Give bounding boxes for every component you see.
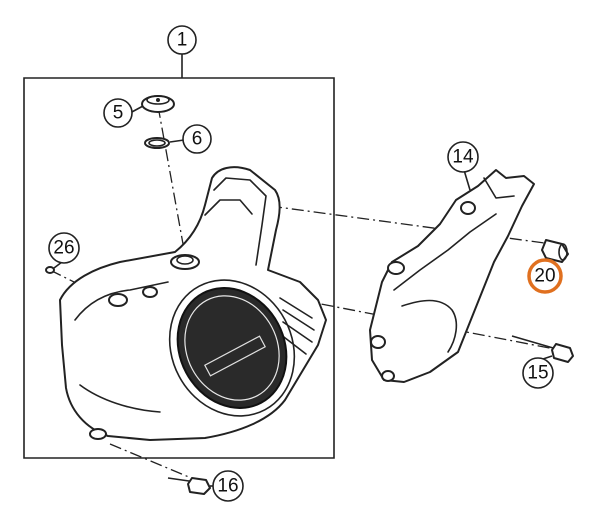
assembly-line-plug-5	[157, 105, 186, 256]
callout-5-label: 5	[113, 103, 124, 124]
ignition-cover	[59, 166, 327, 441]
screw-part-20	[541, 239, 569, 263]
plug-part-5	[141, 95, 175, 113]
assembly-line-bolt-16	[109, 443, 197, 481]
callout-14-label: 14	[452, 147, 474, 168]
highlight-ring	[527, 258, 563, 294]
callout-20-highlighted[interactable]: 20	[527, 258, 563, 294]
dowel-pin-part-26	[45, 266, 55, 274]
sprocket-cover-part-14	[369, 169, 535, 383]
o-ring-part-6	[144, 137, 170, 149]
callout-16[interactable]: 16	[212, 470, 244, 502]
callout-1-label: 1	[177, 30, 188, 51]
callout-15-label: 15	[527, 363, 548, 384]
leader-6	[169, 139, 185, 143]
callout-5[interactable]: 5	[103, 98, 133, 128]
bolt-part-16	[167, 477, 211, 495]
callout-6[interactable]: 6	[182, 124, 212, 154]
callout-6-label: 6	[192, 129, 203, 150]
callout-15[interactable]: 15	[522, 357, 554, 389]
assembly-1-frame	[23, 58, 335, 459]
leader-14	[463, 169, 471, 191]
callout-16-label: 16	[217, 476, 238, 497]
callout-26[interactable]: 26	[48, 232, 80, 264]
callout-26-label: 26	[53, 238, 74, 259]
callout-20-label: 20	[534, 266, 555, 287]
callout-14[interactable]: 14	[447, 141, 479, 173]
bolt-part-15	[511, 335, 574, 363]
callout-1[interactable]: 1	[167, 25, 197, 55]
